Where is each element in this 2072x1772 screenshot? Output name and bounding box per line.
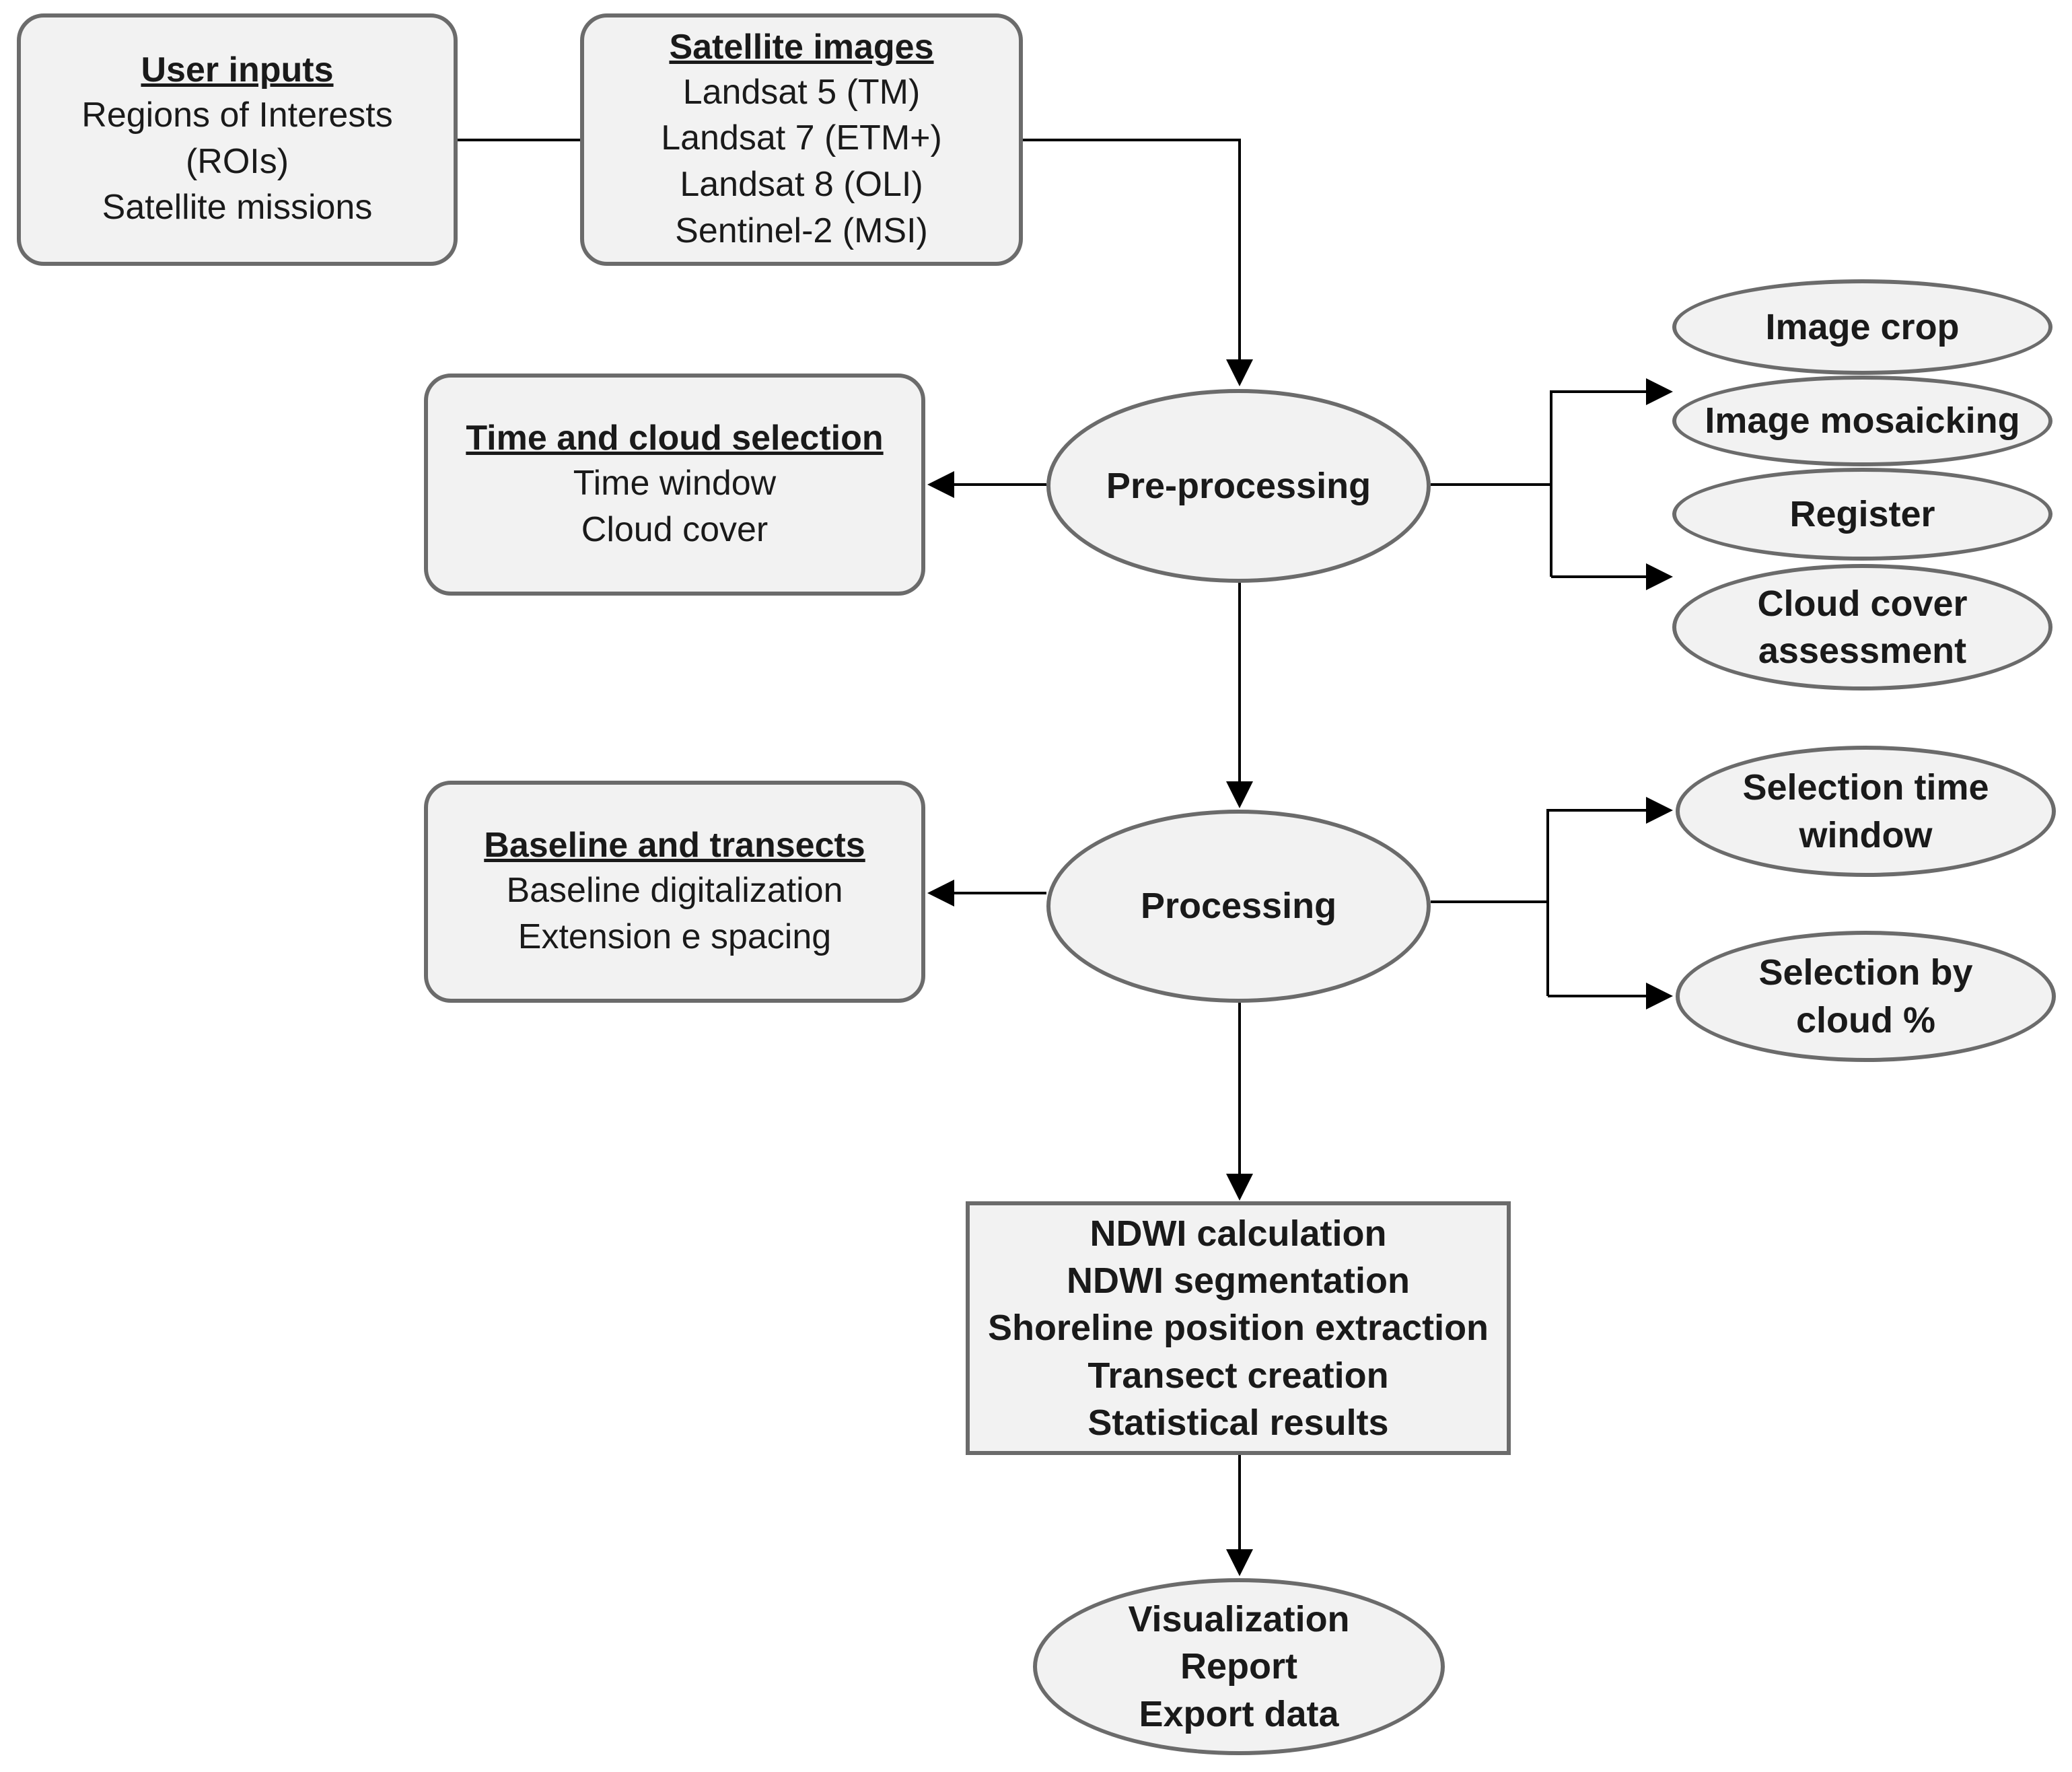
outputs-node: Visualization Report Export data [1033,1578,1445,1755]
image-crop-label: Image crop [1765,306,1960,347]
outputs-line: Export data [1139,1693,1339,1734]
baseline-transects-line: Extension e spacing [517,917,832,956]
processing-node: Processing [1046,810,1431,1003]
user-inputs-line: Satellite missions [102,188,373,227]
preprocessing-label: Pre-processing [1106,465,1371,506]
selection-by-cloud-label: cloud % [1795,999,1935,1040]
cloud-cover-assessment-node: Cloud cover assessment [1672,564,2052,690]
image-crop-node: Image crop [1672,279,2052,375]
user-inputs-box: User inputs Regions of Interests (ROIs) … [17,13,458,266]
time-cloud-selection-title: Time and cloud selection [466,418,884,458]
ndwi-analysis-box: NDWI calculation NDWI segmentation Shore… [966,1201,1511,1455]
cloud-cover-assessment-label: Cloud cover [1757,583,1968,624]
preprocessing-node: Pre-processing [1046,389,1431,583]
baseline-transects-title: Baseline and transects [484,825,865,865]
satellite-images-line: Landsat 5 (TM) [682,72,921,112]
user-inputs-title: User inputs [141,50,334,90]
user-inputs-line: Regions of Interests [81,96,393,135]
baseline-transects-line: Baseline digitalization [506,870,843,910]
ndwi-analysis-line: Shoreline position extraction [987,1308,1489,1349]
time-cloud-selection-box: Time and cloud selection Time window Clo… [424,374,925,596]
satellite-images-line: Landsat 8 (OLI) [680,165,923,204]
selection-time-window-label: window [1799,814,1933,855]
image-mosaicking-node: Image mosaicking [1672,376,2052,466]
register-node: Register [1672,468,2052,561]
processing-label: Processing [1140,886,1337,927]
time-cloud-selection-line: Time window [573,463,777,503]
time-cloud-selection-line: Cloud cover [581,509,769,549]
satellite-images-line: Landsat 7 (ETM+) [661,118,942,158]
register-label: Register [1789,493,1935,534]
satellite-images-box: Satellite images Landsat 5 (TM) Landsat … [580,13,1023,266]
selection-by-cloud-node: Selection by cloud % [1676,931,2056,1062]
ndwi-analysis-line: NDWI calculation [1089,1213,1387,1254]
ndwi-analysis-line: Statistical results [1087,1402,1389,1443]
selection-time-window-label: Selection time [1742,767,1989,808]
selection-time-window-node: Selection time window [1676,746,2056,877]
image-mosaicking-label: Image mosaicking [1705,400,2020,441]
satellite-images-line: Sentinel-2 (MSI) [675,211,928,250]
connector-satellite-to-preprocessing [1023,139,1253,386]
outputs-line: Report [1180,1646,1297,1687]
selection-by-cloud-label: Selection by [1758,952,1973,993]
ndwi-analysis-line: NDWI segmentation [1066,1261,1410,1302]
user-inputs-line: (ROIs) [185,141,289,181]
satellite-images-title: Satellite images [669,27,934,67]
baseline-transects-box: Baseline and transects Baseline digitali… [424,781,925,1003]
cloud-cover-assessment-label: assessment [1758,631,1967,671]
outputs-line: Visualization [1128,1599,1350,1640]
ndwi-analysis-line: Transect creation [1087,1355,1389,1396]
